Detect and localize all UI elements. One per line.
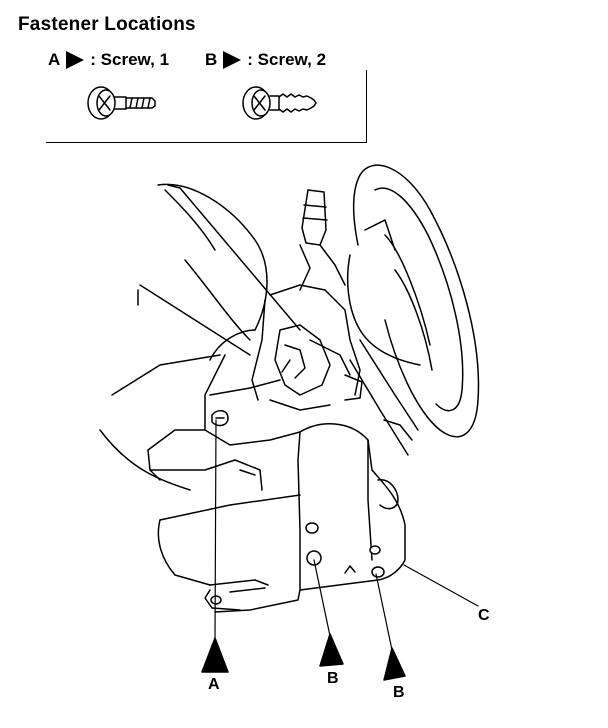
leader-lines <box>214 419 479 651</box>
legend-letter-b: B <box>205 50 218 69</box>
screw-1-icon <box>87 86 156 120</box>
legend-item-b: B : Screw, 2 <box>205 50 326 70</box>
callout-a-label: A <box>208 676 220 693</box>
combination-switch <box>251 189 363 411</box>
legend-box <box>46 70 367 143</box>
steering-wheel <box>346 164 480 456</box>
pointer-triangle-icon <box>66 51 85 69</box>
lower-column-cover <box>157 423 406 613</box>
pointer-b1-arrow-icon <box>319 633 344 667</box>
legend-title: Fastener Locations <box>18 14 196 35</box>
legend-label-a: : Screw, 1 <box>90 50 170 69</box>
legend-item-a: A : Screw, 1 <box>48 50 169 70</box>
callout-b1-label: B <box>327 670 339 687</box>
callout-b2-label: B <box>393 684 405 701</box>
screw-2-icon <box>242 86 317 120</box>
dashboard-outline <box>99 183 301 491</box>
column-cover <box>147 354 301 491</box>
pointer-triangle-icon <box>223 51 242 69</box>
pointer-a-arrow-icon <box>201 637 229 673</box>
legend-letter-a: A <box>48 50 61 69</box>
pointer-b2-arrow-icon <box>383 647 406 681</box>
callout-c-label: C <box>478 607 490 624</box>
legend-label-b: : Screw, 2 <box>247 50 327 69</box>
